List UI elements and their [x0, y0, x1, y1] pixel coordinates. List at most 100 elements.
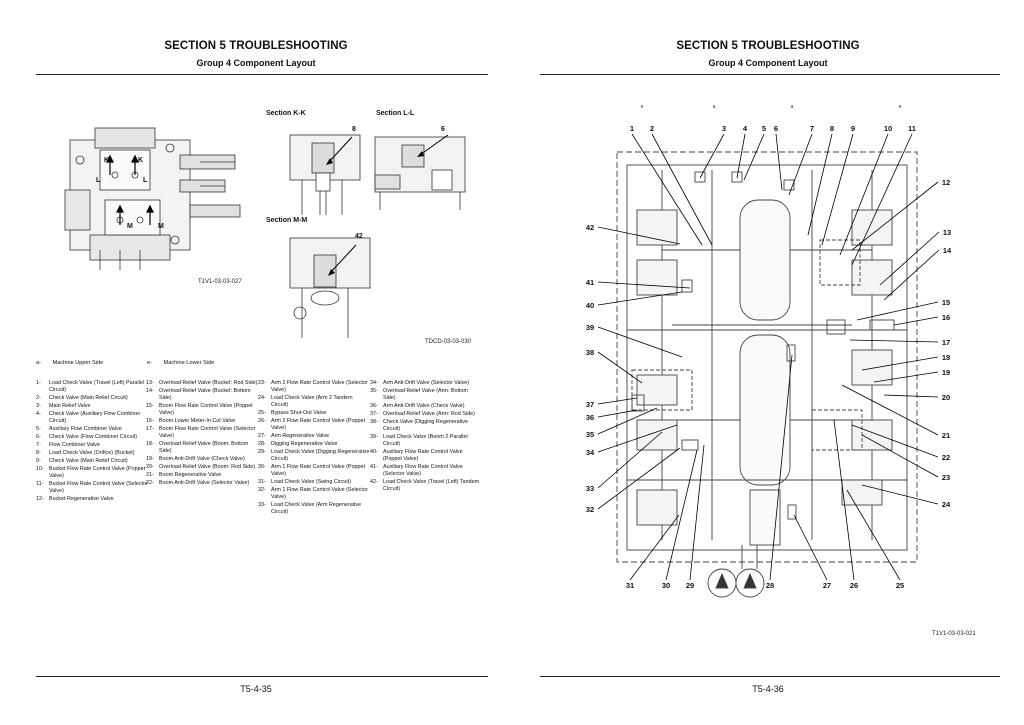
callout-number: 10	[884, 124, 892, 133]
callout-number: 33	[586, 484, 594, 493]
leader-line	[769, 354, 793, 581]
legend-item-text: Load Check Valve (Boom 2 Parallel Circui…	[383, 434, 468, 447]
callout-number: 35	[586, 430, 594, 439]
legend-item-number: 6-	[36, 434, 41, 440]
legend-item: 31-Load Check Valve (Swing Circuit)	[258, 479, 370, 486]
legend-item-number: 31-	[258, 479, 266, 485]
legend-item: 39-Load Check Valve (Boom 2 Parallel Cir…	[370, 434, 482, 448]
legend-item-text: Arm Regenerative Valve	[271, 433, 330, 439]
legend-item-number: 15-	[146, 403, 154, 409]
callout-number: 5	[762, 124, 766, 133]
leader-line	[597, 291, 683, 306]
legend-item-text: Overload Relief Valve (Boom: Rod Side)	[159, 464, 256, 470]
side-label: a	[791, 104, 794, 110]
callout-number: 36	[586, 413, 594, 422]
legend-item: 12-Bucket Regenerative Valve	[36, 496, 148, 503]
legend-a-text: Machine Upper Side	[52, 360, 104, 366]
leader-line	[665, 449, 698, 581]
legend-item: 35-Overload Relief Valve (Arm: Bottom Si…	[370, 388, 482, 402]
page-number: T5-4-35	[240, 684, 272, 694]
legend-item-text: Boom Flow Rate Control Valve (Poppet Val…	[159, 403, 253, 416]
footer-rule	[540, 676, 1000, 677]
legend-e-key: e-	[147, 360, 152, 366]
callout-number: 8	[830, 124, 834, 133]
section-kk-label: Section K-K	[266, 110, 306, 117]
callout-number: 12	[942, 178, 950, 187]
legend-item: 8-Load Check Valve (Orifice) (Bucket)	[36, 450, 148, 457]
legend-item: 34-Arm Anti-Drift Valve (Selector Valve)	[370, 380, 482, 387]
section-title: SECTION 5 TROUBLESHOOTING	[164, 40, 348, 52]
leader-line	[597, 409, 638, 418]
legend-column: 23-Arm 2 Flow Rate Control Valve (Select…	[258, 380, 370, 517]
legend-item-text: Load Check Valve (Arm Regenerative Circu…	[271, 502, 362, 515]
legend-item-number: 3-	[36, 403, 41, 409]
leader-line	[597, 431, 663, 489]
callout-number: 2	[650, 124, 654, 133]
leader-line	[775, 133, 783, 191]
callout-number: 31	[626, 581, 634, 590]
legend-item-number: 16-	[146, 418, 154, 424]
legend-item-number: 14-	[146, 388, 154, 394]
leader-line	[743, 133, 765, 181]
legend-item: 32-Arm 1 Flow Rate Control Valve (Select…	[258, 487, 370, 501]
legend-item-text: Bypass Shut-Out Valve	[271, 410, 327, 416]
callout-number: 21	[942, 431, 950, 440]
legend-item-text: Overload Relief Valve (Boom: Bottom Side…	[159, 441, 249, 454]
legend-item-text: Boom Anti-Drift Valve (Check Valve)	[159, 456, 245, 462]
legend-item-text: Flow Combiner Valve	[49, 442, 100, 448]
legend-item: 19- Boom Anti-Drift Valve (Check Valve)	[146, 456, 258, 463]
legend-item: 7-Flow Combiner Valve	[36, 442, 148, 449]
callout-number: 40	[586, 301, 594, 310]
legend-item-text: Overload Relief Valve (Bucket: Rod Side)	[159, 380, 258, 386]
leader-line	[841, 384, 939, 436]
leader-line	[851, 133, 913, 266]
legend-item-text: Boom Regenerative Valve	[159, 472, 222, 478]
legend-item: 37-Overload Relief Valve (Arm: Rod Side)	[370, 411, 482, 418]
legend-item: 2-Check Valve (Main Relief Circuit)	[36, 395, 148, 402]
callout-number: 14	[943, 246, 952, 255]
leader-line	[821, 133, 854, 246]
legend-item-text: Arm Anti-Drift Valve (Selector Valve)	[383, 380, 470, 386]
group-title: Group 4 Component Layout	[708, 58, 828, 68]
leader-line	[873, 371, 939, 383]
section-title: SECTION 5 TROUBLESHOOTING	[676, 40, 860, 52]
legend-item: 40-Auxiliary Flow Rate Control Valve (Po…	[370, 449, 482, 463]
legend-item-text: Bucket Flow Rate Control Valve (Poppet V…	[49, 466, 146, 479]
leader-line	[597, 397, 638, 405]
view-letter-l-right: L	[143, 177, 148, 184]
callout-number: 13	[943, 228, 951, 237]
leader-line	[851, 181, 939, 251]
legend-item: 3-Main Relief Valve	[36, 403, 148, 410]
leader-line	[597, 226, 681, 245]
legend-item-text: Load Check Valve (Travel (Left) Parallel…	[49, 380, 144, 393]
legend-e-text: Machine Lower Side	[163, 360, 215, 366]
leader-line	[883, 394, 939, 398]
leader-line	[597, 424, 678, 453]
leader-line	[629, 514, 680, 581]
callout-number: 6	[774, 124, 778, 133]
callout-number: 29	[686, 581, 694, 590]
leader-line	[861, 434, 939, 478]
legend-item: 18-Overload Relief Valve (Boom: Bottom S…	[146, 441, 258, 455]
page-number: T5-4-36	[752, 684, 784, 694]
legend-item-number: 11-	[36, 481, 44, 487]
leader-line	[597, 447, 681, 510]
legend-item-number: 12-	[36, 496, 44, 502]
legend-item-text: Bucket Flow Rate Control Valve (Selector…	[49, 481, 148, 494]
legend-item-number: 5-	[36, 426, 41, 432]
callout-number: 23	[942, 473, 950, 482]
leader-line	[879, 231, 940, 286]
legend-item-number: 24-	[258, 395, 266, 401]
legend-item-number: 19-	[146, 456, 154, 462]
callout-number: 3	[722, 124, 726, 133]
legend-item-text: Check Valve (Main Relief Circuit)	[49, 458, 128, 464]
legend-item-text: Check Valve (Auxiliary Flow Combiner Cir…	[49, 411, 141, 424]
legend-item-number: 20-	[146, 464, 154, 470]
callout-number: 11	[908, 124, 916, 133]
legend-item-number: 8-	[36, 450, 41, 456]
section-kk-drawing	[289, 134, 361, 215]
leader-line	[689, 444, 705, 581]
callout-number: 38	[586, 348, 594, 357]
legend-item-text: Load Check Valve (Arm 2 Tandem Circuit)	[271, 395, 353, 408]
